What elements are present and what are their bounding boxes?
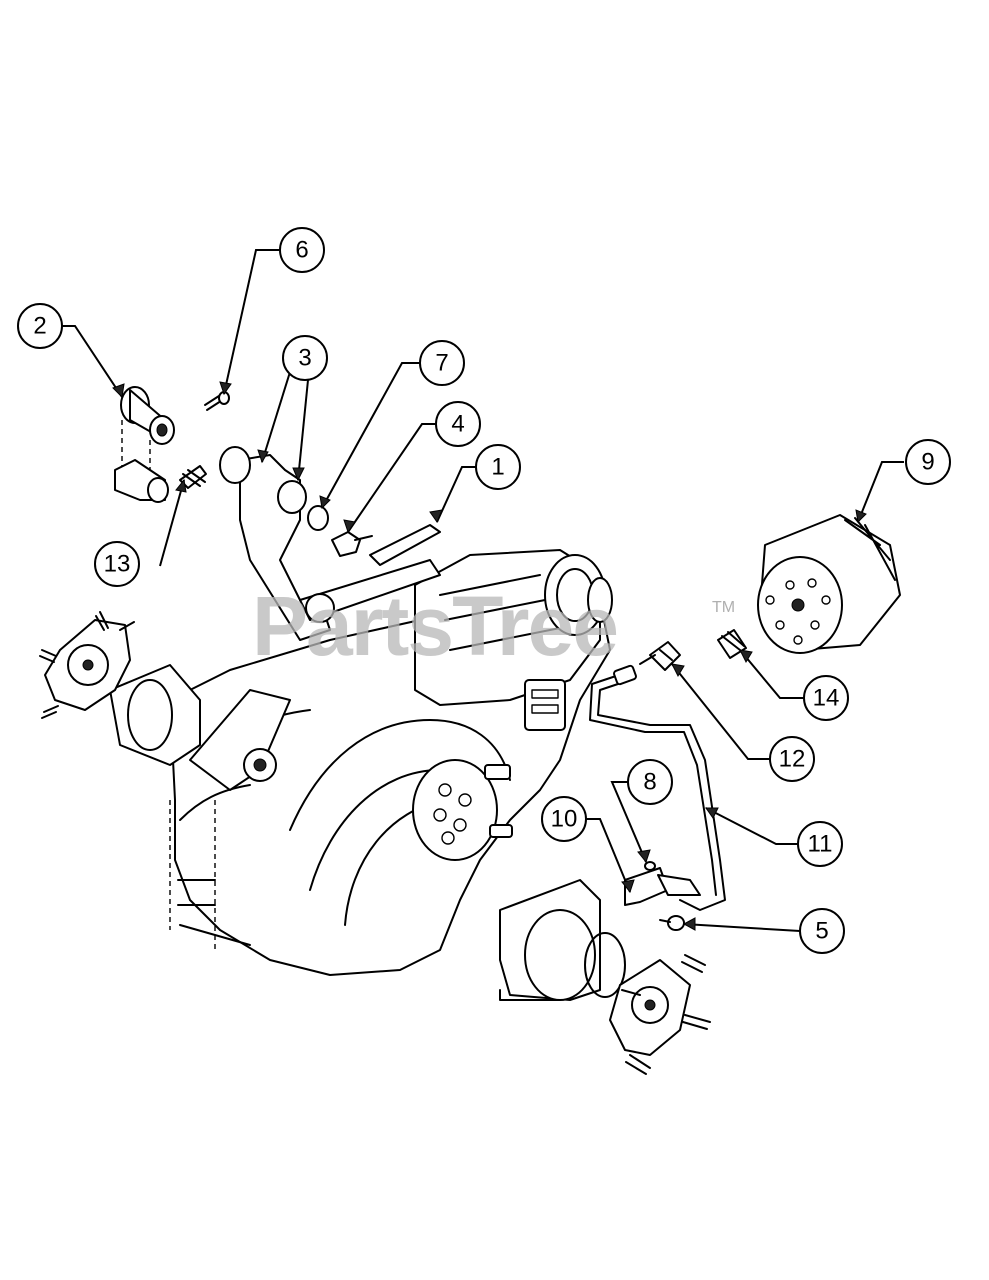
callout-5[interactable]: 5 <box>799 908 845 954</box>
callout-8[interactable]: 8 <box>627 759 673 805</box>
callout-14[interactable]: 14 <box>803 675 849 721</box>
callout-1-label: 1 <box>491 454 504 481</box>
callout-12-label: 12 <box>779 746 806 773</box>
callout-6-label: 6 <box>295 237 308 264</box>
callout-11[interactable]: 11 <box>797 821 843 867</box>
callout-2[interactable]: 2 <box>17 303 63 349</box>
callout-12[interactable]: 12 <box>769 736 815 782</box>
callout-7[interactable]: 7 <box>419 340 465 386</box>
right-axle-hub <box>499 879 711 1075</box>
callout-3[interactable]: 3 <box>282 335 328 381</box>
callout-13-label: 13 <box>104 551 131 578</box>
left-axle-hub <box>39 611 201 766</box>
watermark-text: PartsTree <box>252 579 617 673</box>
callouts: 1 2 3 4 5 6 7 8 <box>17 227 951 954</box>
upper-left-parts <box>114 386 230 503</box>
callout-14-label: 14 <box>813 685 840 712</box>
watermark-trademark: TM <box>712 599 735 616</box>
callout-13[interactable]: 13 <box>94 541 140 587</box>
callout-9-label: 9 <box>921 449 934 476</box>
callout-4-label: 4 <box>451 411 464 438</box>
control-linkage <box>219 446 441 641</box>
oil-filter <box>757 514 901 654</box>
watermark: PartsTree TM <box>252 579 735 673</box>
leader-lines <box>62 249 904 932</box>
callout-9[interactable]: 9 <box>905 439 951 485</box>
callout-2-label: 2 <box>33 313 46 340</box>
callout-10-label: 10 <box>551 806 578 833</box>
fittings-and-tube <box>589 629 747 931</box>
callout-5-label: 5 <box>815 918 828 945</box>
transaxle-assembly <box>169 549 613 976</box>
callout-6[interactable]: 6 <box>279 227 325 273</box>
callout-11-label: 11 <box>808 831 833 858</box>
callout-1[interactable]: 1 <box>475 444 521 490</box>
callout-10[interactable]: 10 <box>541 796 587 842</box>
callout-7-label: 7 <box>435 350 448 377</box>
callout-3-label: 3 <box>298 345 311 372</box>
callout-8-label: 8 <box>643 769 656 796</box>
callout-4[interactable]: 4 <box>435 401 481 447</box>
